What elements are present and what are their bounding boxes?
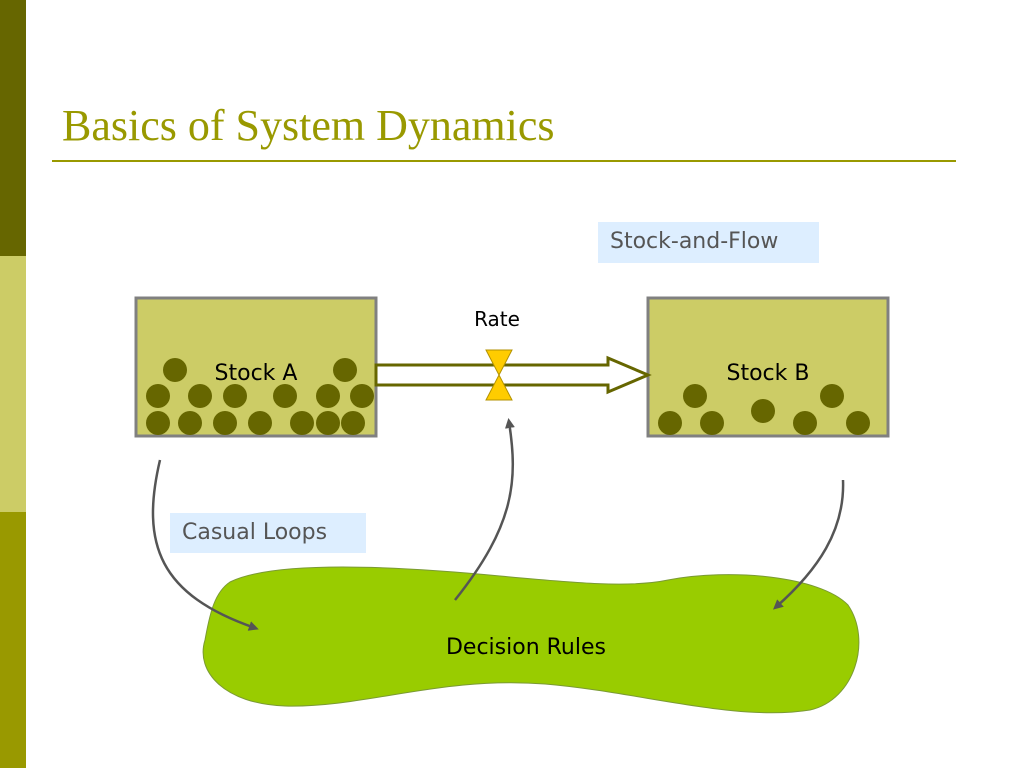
casual-loops-label: Casual Loops xyxy=(170,513,366,553)
stock-and-flow-label: Stock-and-Flow xyxy=(598,222,819,263)
side-bar-bottom xyxy=(0,512,26,768)
stock-a-balls xyxy=(146,358,374,435)
stock-b-balls xyxy=(658,384,870,435)
stock-b-label: Stock B xyxy=(727,361,810,386)
slide-title: Basics of System Dynamics xyxy=(62,101,555,150)
arrow-stock-b-to-decision xyxy=(772,479,845,610)
stock-a-label: Stock A xyxy=(215,361,298,386)
title-underline xyxy=(52,160,956,162)
decision-rules-label: Decision Rules xyxy=(446,635,606,660)
side-bar-top xyxy=(0,0,26,256)
flow-pipe-arrow xyxy=(374,355,652,395)
rate-valve xyxy=(485,349,513,401)
arrow-stock-a-to-decision xyxy=(151,459,259,631)
side-bar-middle xyxy=(0,256,26,512)
arrow-decision-to-rate xyxy=(454,418,515,601)
rate-label: Rate xyxy=(474,307,520,331)
decision-rules-blob xyxy=(202,566,860,714)
